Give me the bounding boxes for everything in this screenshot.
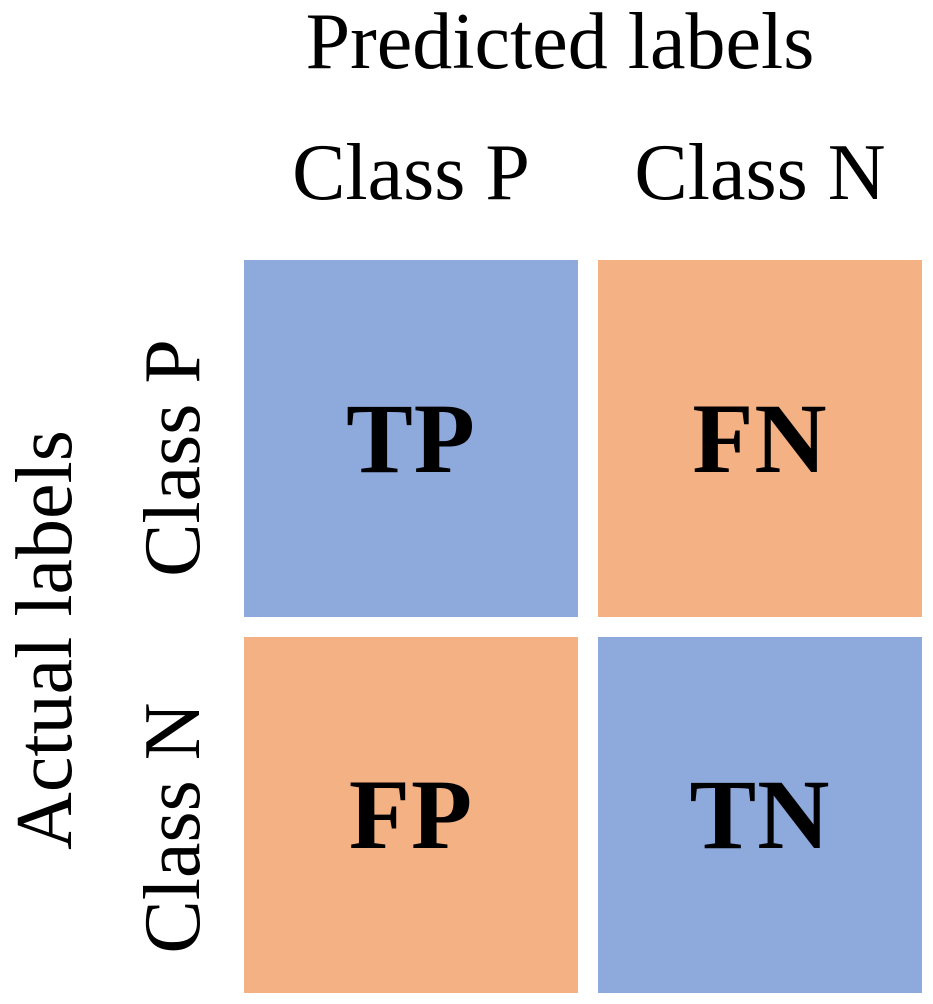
predicted-labels-axis-title: Predicted labels [305,0,815,86]
cell-true-positive: TP [244,260,578,617]
cell-true-negative: TN [598,637,922,993]
cell-false-positive: FP [244,637,578,993]
column-header-class-n: Class N [634,129,886,217]
actual-labels-axis-title: Actual labels [1,430,89,850]
cell-false-negative: FN [598,260,922,617]
row-header-class-n: Class N [129,702,217,954]
row-header-class-p: Class P [129,339,217,577]
column-header-class-p: Class P [292,129,530,217]
